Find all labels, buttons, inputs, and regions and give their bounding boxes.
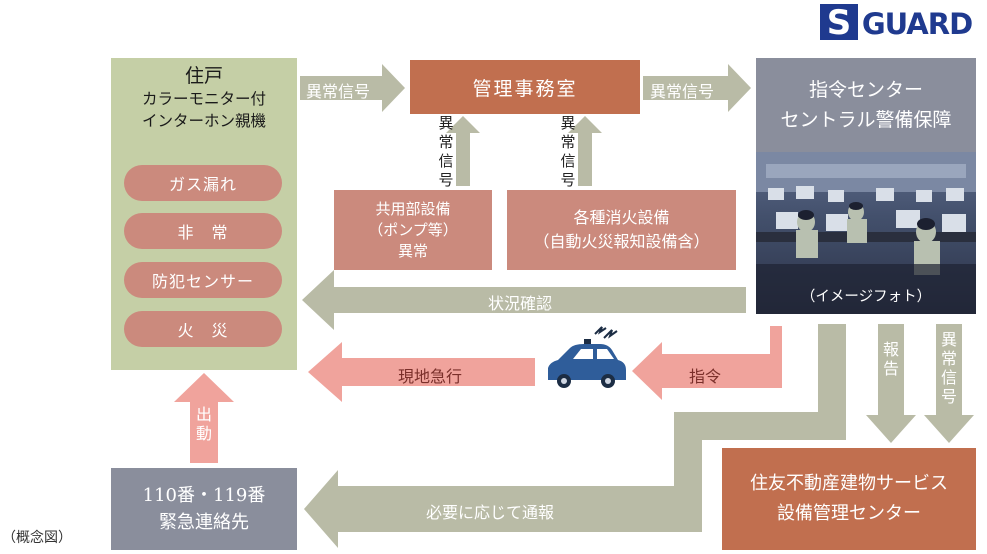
dwelling-box: 住戸 カラーモニター付 インターホン親機 ガス漏れ 非 常 防犯センサー 火 災 bbox=[111, 58, 297, 370]
arrow-common-to-management bbox=[446, 116, 480, 186]
command-center-line2: セントラル警備保障 bbox=[780, 109, 952, 131]
common-equipment-box: 共用部設備 （ポンプ等） 異常 bbox=[334, 190, 492, 270]
svg-text:S: S bbox=[827, 3, 852, 41]
common-equipment-line1: 共用部設備 bbox=[375, 199, 451, 218]
arrow-dispatch-site bbox=[308, 342, 535, 402]
emergency-contact-box: 110番・119番 緊急連絡先 bbox=[111, 468, 297, 550]
car-icon bbox=[548, 326, 626, 388]
command-center-box: 指令センター セントラル警備保障 bbox=[756, 58, 976, 152]
label-status-check: 状況確認 bbox=[488, 294, 553, 313]
sguard-logo-icon: S GUARD bbox=[820, 3, 976, 41]
arrow-management-to-center bbox=[643, 64, 751, 112]
label-report: 報告 bbox=[882, 340, 899, 378]
label-signal-dwelling-mgmt: 異常信号 bbox=[306, 82, 371, 101]
pill-gas-leak: ガス漏れ bbox=[124, 165, 282, 201]
arrow-command bbox=[632, 326, 782, 400]
common-equipment-line3: 異常 bbox=[397, 241, 428, 260]
dwelling-title: 住戸 bbox=[184, 65, 223, 87]
dwelling-subtitle-1: カラーモニター付 bbox=[141, 90, 266, 108]
emergency-line2: 緊急連絡先 bbox=[159, 512, 249, 533]
arrow-dwelling-to-management bbox=[300, 64, 405, 112]
svg-text:GUARD: GUARD bbox=[862, 7, 972, 41]
fire-equipment-line2: （自動火災報知設備含） bbox=[533, 232, 710, 251]
command-center-line1: 指令センター bbox=[808, 79, 923, 101]
arrow-fire-to-management bbox=[568, 116, 602, 186]
arrow-mobilize bbox=[174, 373, 234, 463]
sumitomo-facility-box: 住友不動産建物サービス 設備管理センター bbox=[722, 448, 976, 550]
arrow-notify bbox=[304, 324, 846, 548]
label-signal-mgmt-center: 異常信号 bbox=[650, 82, 715, 101]
arrow-report bbox=[866, 324, 916, 443]
arrow-status-check bbox=[302, 270, 746, 330]
dwelling-subtitle-2: インターホン親機 bbox=[141, 112, 266, 130]
pill-crime-sensor: 防犯センサー bbox=[124, 262, 282, 298]
label-notify: 必要に応じて通報 bbox=[426, 503, 555, 522]
emergency-line1: 110番・119番 bbox=[142, 485, 266, 506]
label-signal-common: 異常信号 bbox=[438, 114, 454, 189]
command-center-photo: （イメージフォト） bbox=[756, 152, 976, 314]
label-dispatch-site: 現地急行 bbox=[398, 367, 463, 386]
common-equipment-line2: （ポンプ等） bbox=[368, 220, 458, 239]
control-room-image-icon bbox=[756, 152, 976, 314]
arrow-center-signal-down bbox=[924, 324, 974, 443]
label-signal-down: 異常信号 bbox=[940, 330, 957, 406]
photo-caption: （イメージフォト） bbox=[800, 289, 932, 305]
label-signal-fire: 異常信号 bbox=[560, 114, 576, 189]
concept-label: （概念図） bbox=[2, 530, 72, 546]
management-office-box: 管理事務室 bbox=[410, 60, 640, 114]
label-mobilize: 出動 bbox=[195, 405, 212, 443]
management-label: 管理事務室 bbox=[472, 77, 578, 100]
pill-emergency: 非 常 bbox=[124, 213, 282, 249]
sumitomo-line1: 住友不動産建物サービス bbox=[750, 473, 948, 494]
pill-fire: 火 災 bbox=[124, 311, 282, 347]
sumitomo-line2: 設備管理センター bbox=[777, 503, 921, 524]
fire-equipment-line1: 各種消火設備 bbox=[573, 208, 670, 227]
fire-equipment-box: 各種消火設備 （自動火災報知設備含） bbox=[507, 190, 736, 270]
label-command: 指令 bbox=[689, 367, 722, 386]
